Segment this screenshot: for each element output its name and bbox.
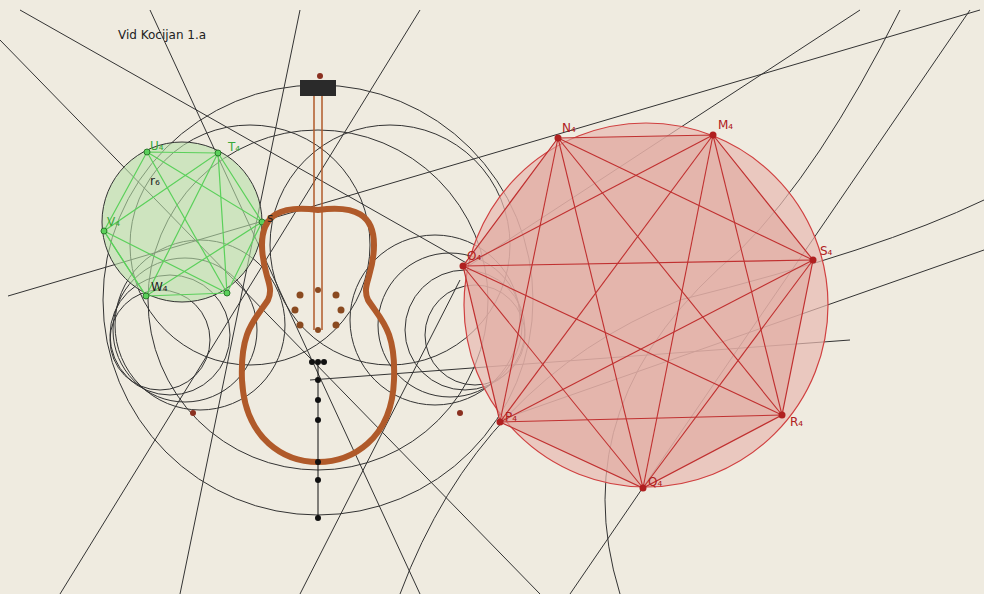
point-label: M₄	[718, 119, 733, 131]
point-label: O₄	[467, 250, 481, 262]
point-label: V₄	[107, 216, 120, 228]
author-note: Vid Kocijan 1.a	[118, 29, 206, 41]
point-label: S₄	[820, 245, 832, 257]
point-label: U₄	[150, 140, 164, 152]
point-label: Q₄	[648, 476, 662, 488]
segment-label: s	[267, 212, 273, 224]
point-label: W₄	[151, 281, 168, 293]
point-label: T₄	[228, 141, 240, 153]
point-label: R₄	[790, 416, 803, 428]
point-label: N₄	[562, 122, 576, 134]
point-label: P₄	[505, 411, 517, 423]
segment-label: r₆	[150, 175, 160, 187]
